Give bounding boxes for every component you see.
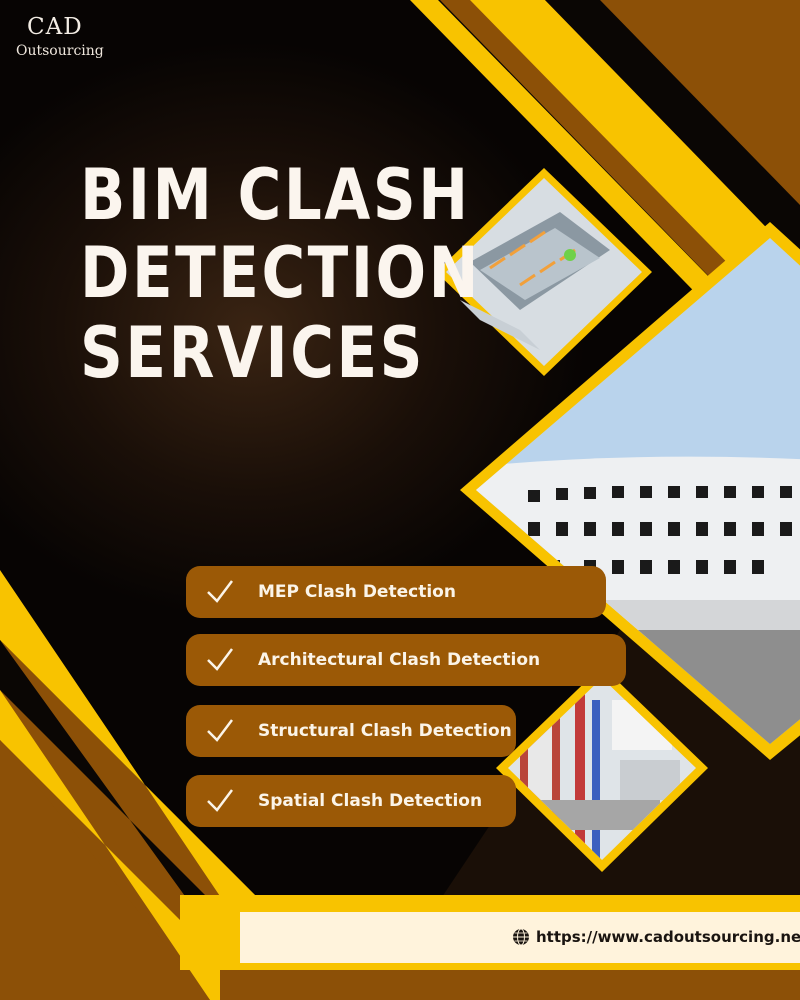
check-icon: [207, 789, 233, 812]
website-link[interactable]: https://www.cadoutsourcing.net/: [512, 928, 800, 946]
brown-bottom-strip: [220, 970, 800, 1000]
brand-tagline: Outsourcing: [16, 43, 104, 59]
brand-logo: CAD: [27, 14, 83, 40]
service-label: Spatial Clash Detection: [258, 791, 483, 811]
mep-model-diamond: [436, 168, 652, 376]
black-stripe-top-right: [545, 0, 800, 262]
service-label: Structural Clash Detection: [258, 721, 512, 741]
service-mep: MEP Clash Detection: [186, 566, 606, 618]
check-icon: [207, 719, 233, 742]
service-label: Architectural Clash Detection: [258, 650, 541, 670]
brown-fill-bottom-left: [0, 740, 210, 1000]
service-structural: Structural Clash Detection: [186, 705, 516, 757]
service-label: MEP Clash Detection: [258, 582, 456, 602]
headline-line-3: SERVICES: [80, 312, 426, 394]
service-architectural: Architectural Clash Detection: [186, 634, 626, 686]
headline-line-1: BIM CLASH: [80, 154, 471, 236]
check-icon: [207, 580, 233, 603]
website-url[interactable]: https://www.cadoutsourcing.net/: [536, 928, 800, 946]
yellow-stripe-top-right: [470, 0, 800, 337]
service-spatial: Spatial Clash Detection: [186, 775, 516, 827]
headline-line-2: DETECTION: [80, 232, 481, 314]
check-icon: [207, 648, 233, 671]
globe-icon: [513, 928, 529, 946]
